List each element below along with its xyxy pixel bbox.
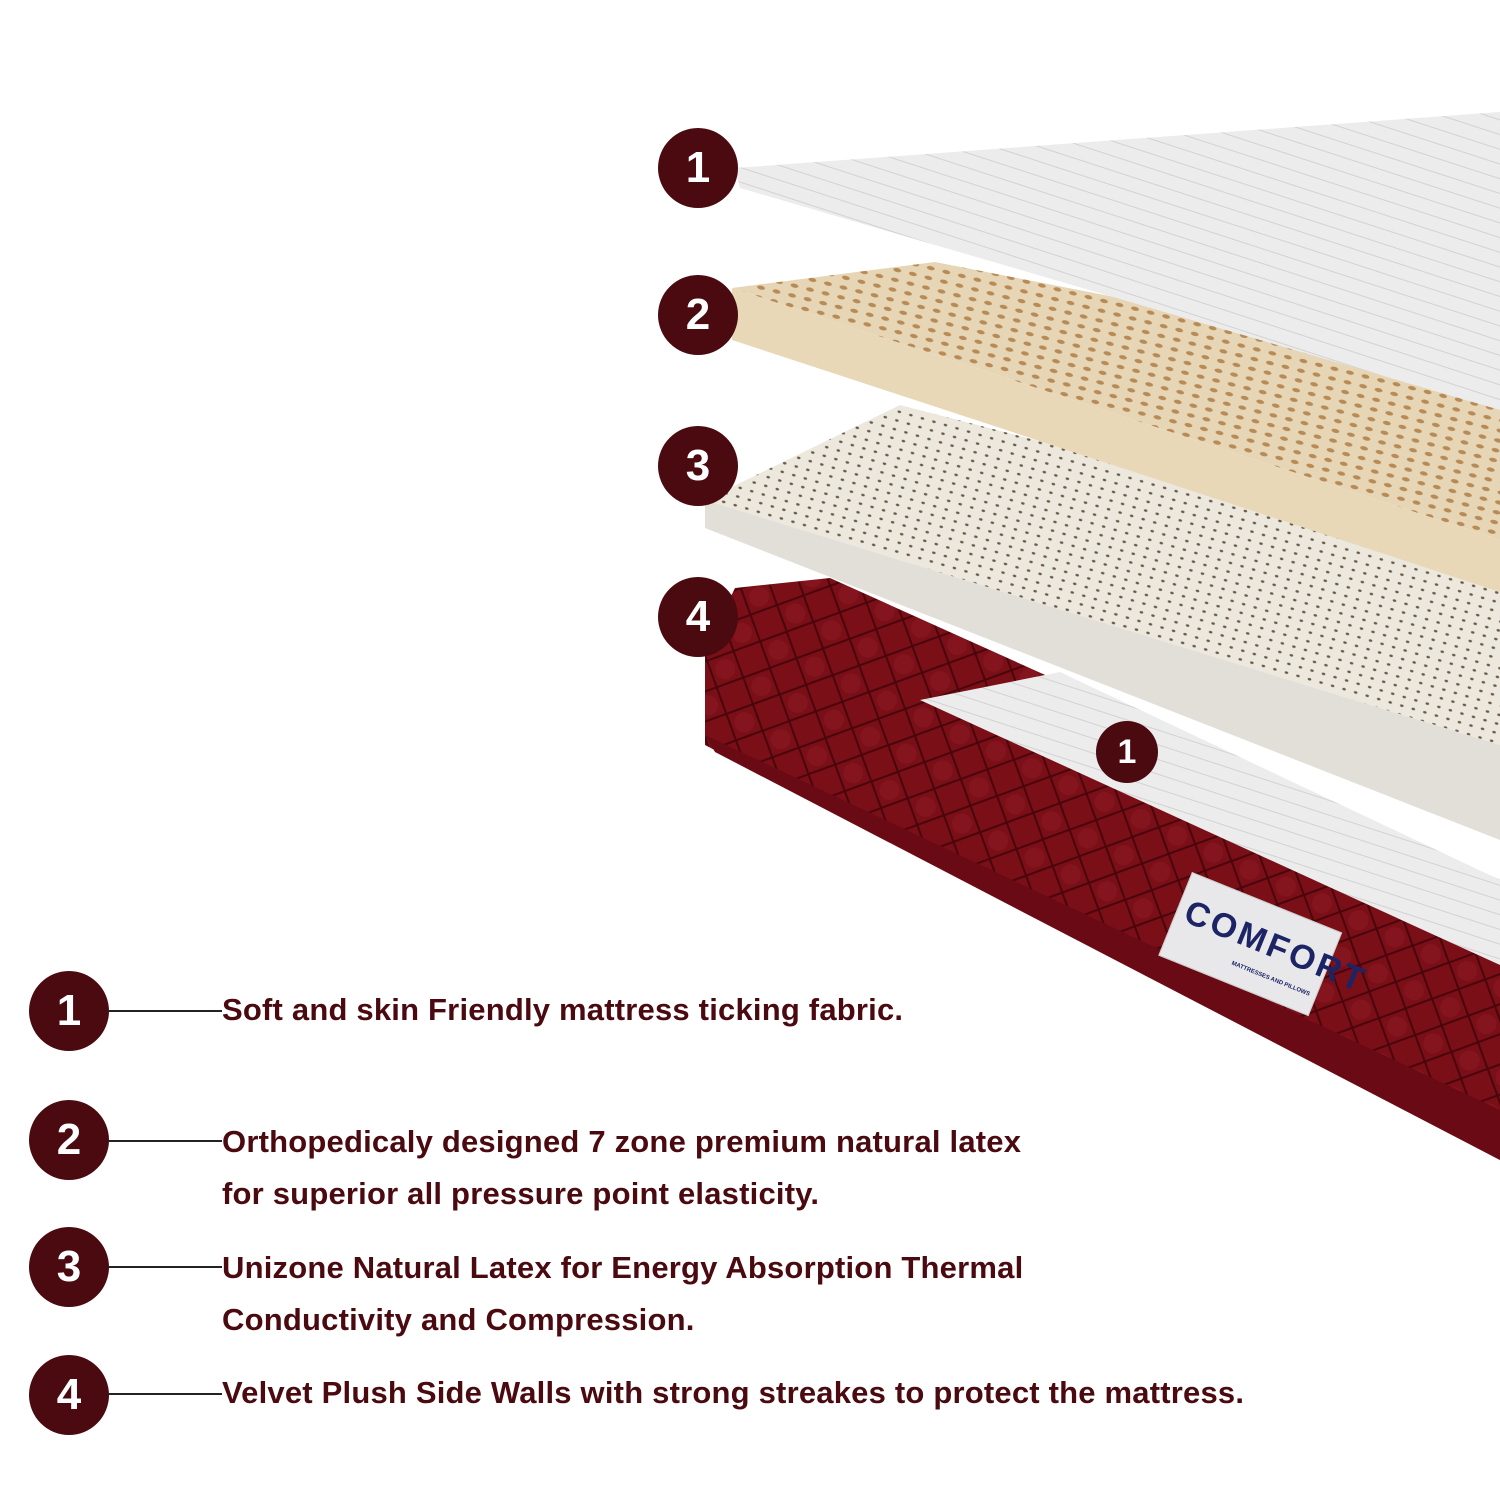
feature-badge-4: 4	[29, 1355, 109, 1435]
feature-text-1: Soft and skin Friendly mattress ticking …	[222, 984, 903, 1036]
feature-line: for superior all pressure point elastici…	[222, 1176, 820, 1211]
feature-badge-2: 2	[29, 1100, 109, 1180]
layer-badge-3: 3	[658, 426, 738, 506]
leader-line	[108, 1140, 222, 1142]
feature-line: Orthopedicaly designed 7 zone premium na…	[222, 1124, 1022, 1159]
feature-text-4: Velvet Plush Side Walls with strong stre…	[222, 1367, 1244, 1419]
feature-badge-3: 3	[29, 1227, 109, 1307]
feature-text-2: Orthopedicaly designed 7 zone premium na…	[222, 1116, 1021, 1220]
unizone-latex-layer	[705, 405, 1500, 840]
seven-zone-latex-layer	[732, 262, 1500, 592]
leader-line	[108, 1010, 222, 1012]
feature-line: Soft and skin Friendly mattress ticking …	[222, 992, 904, 1027]
leader-line	[108, 1393, 222, 1395]
feature-badge-1: 1	[29, 971, 109, 1051]
feature-text-3: Unizone Natural Latex for Energy Absorpt…	[222, 1242, 1023, 1346]
inner-layer-badge-1: 1	[1096, 721, 1158, 783]
feature-line: Velvet Plush Side Walls with strong stre…	[222, 1375, 1245, 1410]
layer-badge-1: 1	[658, 128, 738, 208]
leader-line	[108, 1266, 222, 1268]
layer-badge-4: 4	[658, 577, 738, 657]
layer-badge-2: 2	[658, 275, 738, 355]
feature-line: Conductivity and Compression.	[222, 1302, 695, 1337]
ticking-fabric-layer	[735, 112, 1500, 410]
velvet-base-layer	[705, 578, 1500, 1160]
feature-line: Unizone Natural Latex for Energy Absorpt…	[222, 1250, 1024, 1285]
